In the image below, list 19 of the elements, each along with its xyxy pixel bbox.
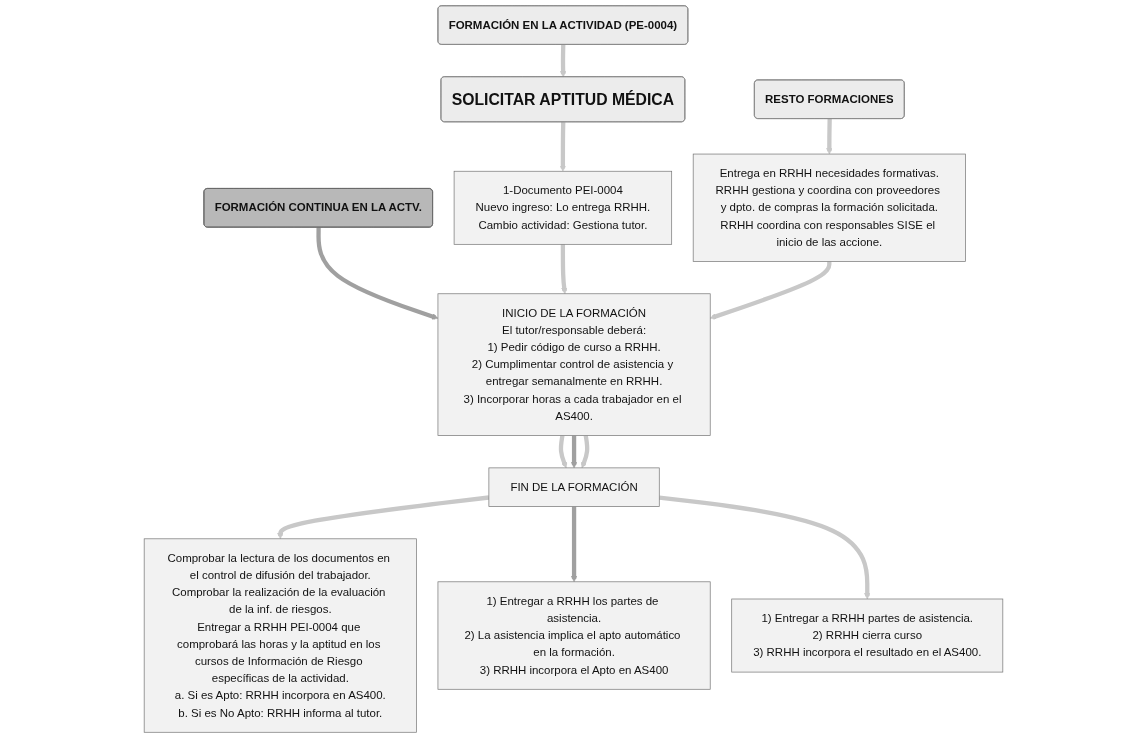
- arrow: [580, 435, 590, 469]
- arrow: [570, 506, 578, 583]
- arrow: [709, 261, 832, 320]
- node-box: INICIO DE LA FORMACIÓN El tutor/responsable deberá: 1) Pedir código de curso a RRHH. 2) Cumplimentar control de asistencia y entregar semanalmente en RRHH. 3) Incorporar horas a cada trabajador en el AS400.: [437, 293, 711, 436]
- node-box: Entrega en RRHH necesidades formativas. RRHH gestiona y coordina con proveedores y dpto. de compras la formación solicitada. RRHH coordina con responsables SISE el inicio de las accione.: [692, 153, 966, 262]
- node-box: 1) Entregar a RRHH partes de asistencia. 2) RRHH cierra curso 3) RRHH incorpora el resultado en el AS400.: [731, 598, 1004, 673]
- arrow: [277, 495, 490, 540]
- node-box: 1-Documento PEI-0004 Nuevo ingreso: Lo entrega RRHH. Cambio actividad: Gestiona tutor.: [453, 170, 673, 245]
- node-box: FIN DE LA FORMACIÓN: [488, 467, 660, 507]
- arrow: [316, 227, 439, 320]
- node-box: Comprobar la lectura de los documentos en el control de difusión del trabajador. Comprobar la realización de la evaluación de la inf. de riesgos. Entregar a RRHH PEI-0004 que comprobará las horas y la aptitud en los cursos de Información de Riesgo específicas de la actividad. a. Si es Apto: RRHH incorpora en AS400. b. Si es No Apto: RRHH informa al tutor.: [143, 538, 417, 733]
- arrow: [826, 118, 833, 155]
- arrow: [559, 122, 567, 172]
- arrow: [558, 435, 568, 469]
- node-box: 1) Entregar a RRHH los partes de asistencia. 2) La asistencia implica el apto automático en la formación. 3) RRHH incorpora el Apto en AS400: [437, 581, 711, 690]
- arrow: [570, 435, 578, 469]
- arrow: [659, 495, 871, 600]
- arrow: [560, 44, 567, 78]
- arrow: [560, 244, 568, 295]
